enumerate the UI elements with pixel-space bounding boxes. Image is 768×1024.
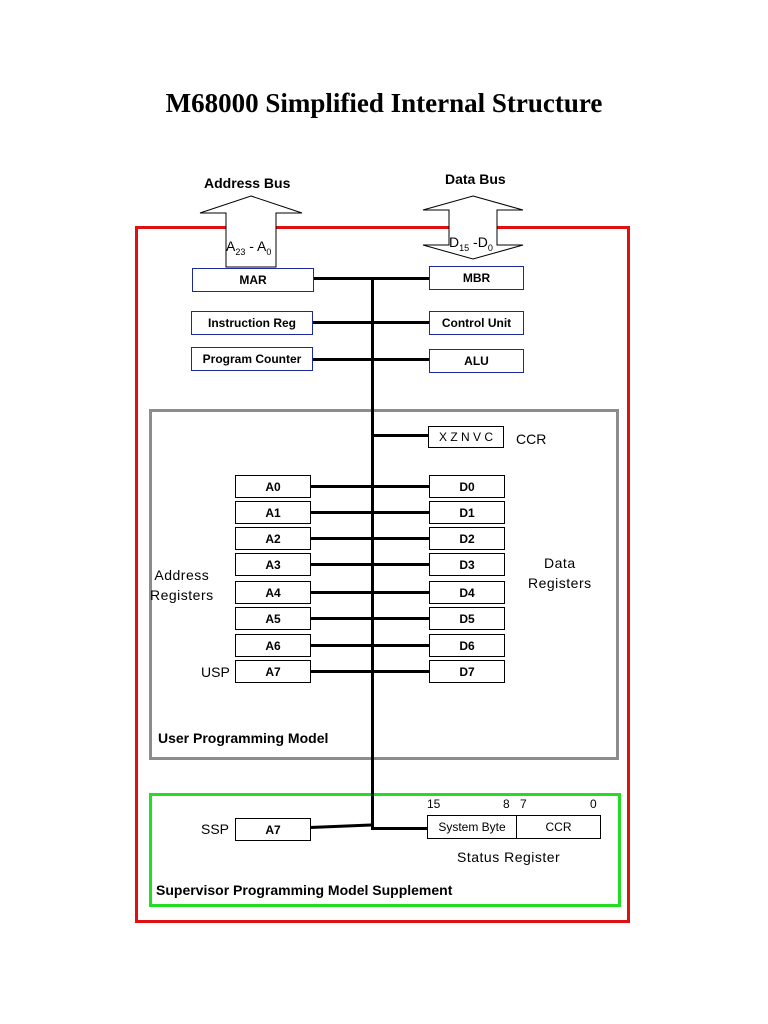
- internal-bus-vertical: [371, 278, 374, 830]
- address-bus-range: A23 - A0: [226, 238, 272, 257]
- diagram-title: M68000 Simplified Internal Structure: [165, 88, 603, 118]
- address-register-a5: A5: [235, 607, 311, 630]
- user-programming-model-label: User Programming Model: [158, 730, 329, 746]
- supervisor-programming-model-frame: [149, 793, 621, 907]
- bus-link-a2-d2: [310, 537, 430, 540]
- bus-link-a7-d7: [310, 670, 430, 673]
- data-bus-range: D15 -D0: [449, 234, 493, 253]
- data-register-d1: D1: [429, 501, 505, 524]
- data-bus-arrow: [422, 195, 524, 260]
- data-register-d2: D2: [429, 527, 505, 550]
- mbr-register: MBR: [429, 266, 524, 290]
- usp-label: USP: [201, 664, 230, 680]
- status-bit-0: 0: [590, 797, 597, 811]
- address-register-a4: A4: [235, 581, 311, 604]
- bus-link-a1-d1: [310, 511, 430, 514]
- status-register-ccr: CCR: [516, 815, 601, 839]
- data-register-d4: D4: [429, 581, 505, 604]
- bus-link-mar-mbr: [313, 277, 430, 280]
- ccr-flags-box: X Z N V C: [428, 426, 504, 448]
- bus-link-ccr: [371, 434, 429, 437]
- bus-link-status-register: [371, 827, 429, 830]
- data-register-d3: D3: [429, 553, 505, 576]
- status-bit-8: 8: [503, 797, 510, 811]
- data-register-d5: D5: [429, 607, 505, 630]
- cpu-frame: [135, 226, 630, 923]
- status-bit-7: 7: [520, 797, 527, 811]
- address-register-a7: A7: [235, 660, 311, 683]
- address-bus-label: Address Bus: [204, 175, 291, 191]
- address-register-a2: A2: [235, 527, 311, 550]
- bus-link-pc-alu: [313, 358, 430, 361]
- bus-link-a6-d6: [310, 644, 430, 647]
- ccr-label: CCR: [516, 431, 547, 447]
- status-register-label: Status Register: [457, 849, 561, 865]
- control-unit: Control Unit: [429, 311, 524, 335]
- data-register-d6: D6: [429, 634, 505, 657]
- data-register-d0: D0: [429, 475, 505, 498]
- address-register-a1: A1: [235, 501, 311, 524]
- instruction-register: Instruction Reg: [191, 311, 313, 335]
- status-bit-15: 15: [427, 797, 441, 811]
- ssp-label: SSP: [201, 821, 230, 837]
- data-registers-label: Data Registers: [528, 555, 592, 591]
- address-register-a3: A3: [235, 553, 311, 576]
- program-counter: Program Counter: [191, 347, 313, 371]
- bus-link-a0-d0: [310, 485, 430, 488]
- bus-link-a3-d3: [310, 563, 430, 566]
- supervisor-stack-pointer-a7: A7: [235, 818, 311, 841]
- address-register-a0: A0: [235, 475, 311, 498]
- bus-link-a5-d5: [310, 617, 430, 620]
- bus-link-ir-cu: [313, 321, 430, 324]
- data-bus-label: Data Bus: [445, 171, 506, 187]
- supervisor-programming-model-label: Supervisor Programming Model Supplement: [156, 882, 453, 898]
- alu: ALU: [429, 349, 524, 373]
- bus-link-a4-d4: [310, 591, 430, 594]
- address-bus-arrow: [199, 195, 303, 268]
- address-registers-label: Address Registers: [150, 567, 214, 603]
- user-programming-model-frame: [149, 409, 619, 760]
- status-register-system-byte: System Byte: [427, 815, 517, 839]
- address-register-a6: A6: [235, 634, 311, 657]
- data-register-d7: D7: [429, 660, 505, 683]
- mar-register: MAR: [192, 268, 314, 292]
